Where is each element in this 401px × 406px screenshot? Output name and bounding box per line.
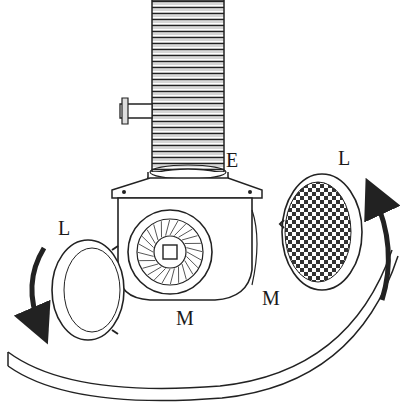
part-label: M bbox=[262, 288, 280, 308]
part-label: E bbox=[226, 150, 238, 170]
part-label: M bbox=[176, 308, 194, 328]
part-label: L bbox=[58, 218, 70, 238]
part-label: L bbox=[338, 148, 350, 168]
